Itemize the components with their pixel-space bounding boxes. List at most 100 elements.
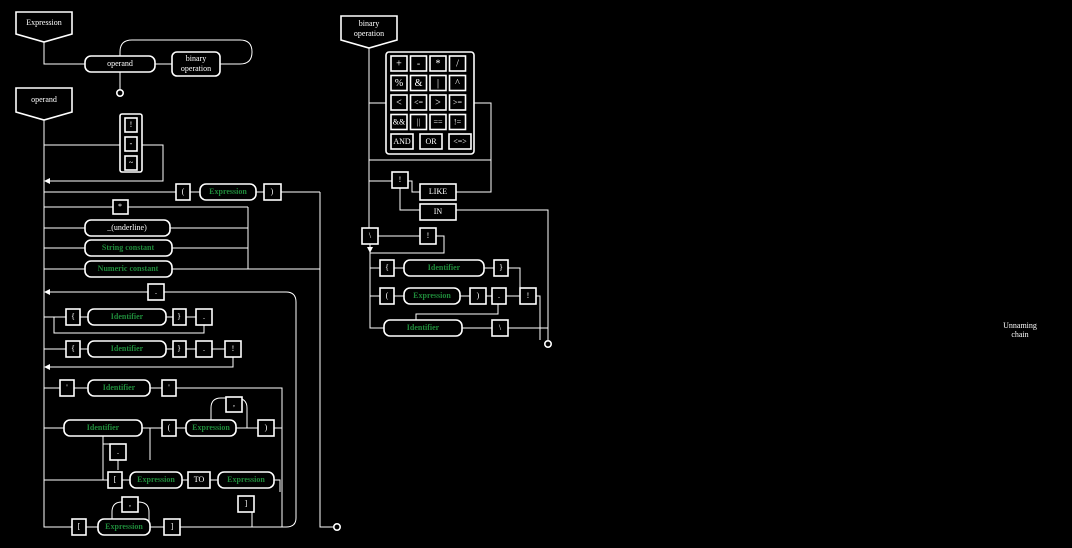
paren-close-3: ) bbox=[477, 291, 480, 300]
expression-end-node bbox=[116, 89, 125, 98]
quote-close: ' bbox=[168, 383, 170, 392]
binop-operator: % bbox=[395, 78, 403, 89]
lbracket-2: [ bbox=[78, 522, 81, 531]
dot-token-3: . bbox=[203, 344, 205, 353]
identifier-ref-1: Identifier bbox=[111, 312, 144, 321]
dot-token-5: . bbox=[498, 291, 500, 300]
binop-operator: || bbox=[417, 117, 420, 126]
binop-ref-box bbox=[171, 51, 221, 77]
binop-cell bbox=[429, 55, 447, 72]
unary-op-minus: - bbox=[130, 139, 133, 148]
binop-cell bbox=[409, 94, 428, 111]
binop-operator: < bbox=[396, 97, 402, 108]
binop-cell bbox=[429, 94, 447, 111]
bang-token-1: ! bbox=[232, 344, 235, 353]
rbracket-1: ] bbox=[245, 499, 248, 508]
binop-cell bbox=[448, 133, 472, 150]
binop-cell bbox=[419, 133, 443, 150]
string-constant: String constant bbox=[102, 243, 155, 252]
binop-operator: * bbox=[436, 58, 441, 69]
binop-ref-line2: operation bbox=[181, 64, 211, 73]
to-keyword: TO bbox=[194, 475, 205, 484]
identifier-ref-5: Identifier bbox=[428, 263, 461, 272]
underline-token: _(underline) bbox=[106, 223, 147, 232]
binop-operator: ^ bbox=[455, 78, 460, 89]
expression-title-tag bbox=[15, 11, 73, 43]
paren-close-2: ) bbox=[265, 423, 268, 432]
identifier-ref-3: Identifier bbox=[103, 383, 136, 392]
binop-cell bbox=[409, 113, 428, 131]
unary-op-not: ! bbox=[130, 120, 133, 129]
identifier-ref-2: Identifier bbox=[111, 344, 144, 353]
expression-section: Expression operand binary operation bbox=[15, 11, 253, 98]
comma-token-1: , bbox=[233, 399, 235, 408]
expression-ref-4: Expression bbox=[227, 475, 265, 484]
rbrace-2: } bbox=[177, 344, 181, 353]
operand-ref-box bbox=[84, 55, 156, 73]
lbrace-1: { bbox=[71, 312, 75, 321]
binop-operator: <=> bbox=[453, 137, 467, 146]
bang-token-2: ! bbox=[399, 175, 402, 184]
binop-cell bbox=[409, 74, 428, 92]
operand-section: operand ! - ~ ( Expression ) * _(underli… bbox=[15, 87, 341, 536]
binop-title-line2: operation bbox=[354, 29, 384, 38]
binop-operator: - bbox=[417, 58, 420, 69]
expression-ref-5: Expression bbox=[105, 522, 143, 531]
binop-operator: && bbox=[393, 117, 406, 126]
binop-cell bbox=[429, 74, 447, 92]
binop-operator: != bbox=[454, 117, 462, 126]
in-keyword: IN bbox=[434, 207, 443, 216]
paren-open-3: ( bbox=[386, 291, 389, 300]
lbrace-2: { bbox=[71, 344, 75, 353]
dot-token-4: . bbox=[117, 447, 119, 456]
binop-operator: >= bbox=[453, 98, 463, 107]
rbracket-2: ] bbox=[171, 522, 174, 531]
rbrace-3: } bbox=[499, 263, 503, 272]
dot-token-1: . bbox=[155, 287, 157, 296]
binop-section: binary operation +-*/%&|^<<=>>=&&||==!=A… bbox=[340, 15, 552, 348]
lbracket-1: [ bbox=[114, 475, 117, 484]
binop-cell bbox=[448, 55, 467, 72]
like-keyword: LIKE bbox=[429, 187, 447, 196]
binop-cell bbox=[448, 94, 467, 111]
binop-cell bbox=[390, 55, 408, 72]
binop-cell bbox=[448, 113, 467, 131]
operand-ref-label: operand bbox=[107, 59, 133, 68]
binop-operator: == bbox=[433, 117, 443, 126]
binop-cell bbox=[390, 133, 414, 150]
binop-cell bbox=[390, 113, 408, 131]
unnaming-caption-line2: chain bbox=[1011, 330, 1028, 339]
binop-cell bbox=[448, 74, 467, 92]
expression-ref-2: Expression bbox=[192, 423, 230, 432]
binop-cell bbox=[429, 113, 447, 131]
expression-ref-6: Expression bbox=[413, 291, 451, 300]
operand-title-tag bbox=[15, 87, 73, 121]
numeric-constant: Numeric constant bbox=[98, 264, 159, 273]
binop-cell bbox=[390, 74, 408, 92]
binop-operator: / bbox=[456, 58, 459, 69]
quote-open: ' bbox=[66, 383, 68, 392]
lbrace-3: { bbox=[385, 263, 389, 272]
operand-title: operand bbox=[31, 95, 57, 104]
bang-token-3: ! bbox=[427, 231, 430, 240]
backslash-token-2: \ bbox=[499, 323, 502, 332]
expression-ref-3: Expression bbox=[137, 475, 175, 484]
binop-operator: OR bbox=[425, 137, 437, 146]
binop-operator: > bbox=[435, 97, 441, 108]
comma-token-2: , bbox=[129, 499, 131, 508]
backslash-token-1: \ bbox=[369, 231, 372, 240]
binop-operator: AND bbox=[393, 137, 411, 146]
paren-close-1: ) bbox=[271, 187, 274, 196]
paren-open-1: ( bbox=[182, 187, 185, 196]
paren-open-2: ( bbox=[168, 423, 171, 432]
binop-operator: | bbox=[437, 78, 439, 89]
operand-end-node bbox=[332, 522, 341, 531]
identifier-ref-4: Identifier bbox=[87, 423, 120, 432]
binop-operator: <= bbox=[414, 98, 424, 107]
binop-ref-line1: binary bbox=[186, 54, 206, 63]
star-token: * bbox=[118, 202, 122, 211]
binop-cell bbox=[409, 55, 428, 72]
binop-operator: & bbox=[415, 78, 423, 89]
expression-title: Expression bbox=[26, 18, 62, 27]
